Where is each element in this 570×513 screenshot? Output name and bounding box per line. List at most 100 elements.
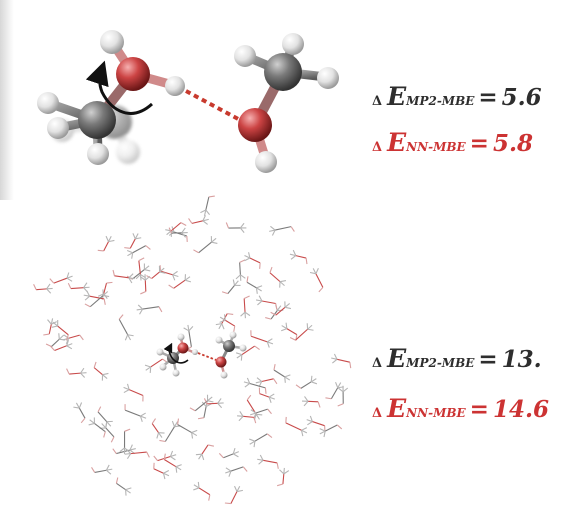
solvent-bond: [304, 396, 309, 402]
solvent-bond: [217, 398, 222, 404]
solvent-bond: [225, 470, 232, 474]
solvent-bond: [205, 209, 211, 216]
solvent-bond: [65, 334, 69, 341]
solvent-bond: [159, 271, 166, 274]
solvent-bond: [330, 387, 339, 400]
solvent-bond: [112, 448, 117, 454]
solvent-bond: [140, 276, 146, 281]
hydrogen-atom: [234, 45, 256, 67]
solvent-bond: [336, 424, 343, 430]
solvent-bond: [257, 300, 263, 306]
solvent-bond: [227, 285, 235, 294]
solvent-bond: [138, 257, 145, 262]
solvent-bond: [239, 222, 245, 229]
solvent-bond: [73, 406, 80, 409]
solvent-bond: [181, 232, 187, 238]
solvent-bond: [266, 433, 273, 438]
solvent-bond: [268, 396, 272, 403]
solvent-bond: [116, 482, 126, 491]
solvent-bond: [243, 295, 250, 300]
solvent-bond: [105, 421, 108, 428]
solvent-bond: [256, 377, 263, 382]
solvent-bond: [315, 268, 319, 274]
solvent-bond: [139, 415, 143, 423]
solvent-bond: [266, 341, 270, 348]
solvent-bond: [250, 409, 257, 414]
solvent-bond: [188, 330, 192, 347]
solvent-bond: [135, 274, 141, 280]
solvent-bond: [106, 281, 113, 284]
delta-symbol: Δ: [372, 406, 383, 421]
hydrogen-atom: [172, 369, 180, 377]
solvent-bond: [203, 209, 207, 216]
solvent-bond: [232, 447, 236, 455]
solvent-bond: [221, 323, 225, 330]
solvent-bond: [170, 456, 176, 461]
solvent-bond: [94, 469, 107, 473]
solvent-bond: [244, 254, 251, 259]
method-subscript: NN-MBE: [406, 406, 466, 420]
solvent-bond: [105, 427, 115, 438]
solvent-bond: [303, 400, 309, 407]
solvent-bond: [224, 319, 236, 327]
solvent-bond: [208, 195, 215, 198]
solvent-bond: [255, 414, 260, 420]
solvent-bond: [94, 422, 106, 433]
solvent-bond: [249, 257, 261, 264]
solvent-bond: [59, 338, 66, 341]
solvent-bond: [191, 432, 194, 439]
solvent-bond: [349, 362, 352, 369]
solvent-bond: [292, 249, 297, 256]
oxygen-atom: [238, 108, 272, 142]
solvent-bond: [295, 384, 302, 389]
solvent-bond: [128, 277, 135, 280]
solvent-bond: [137, 304, 143, 310]
solvent-bond: [70, 287, 84, 290]
solvent-bond: [325, 397, 332, 400]
solvent-bond: [235, 352, 243, 356]
solvent-bond: [249, 382, 266, 389]
solvent-bond: [175, 466, 178, 473]
carbon-atom: [264, 53, 302, 91]
solvent-bond: [201, 444, 209, 455]
solvent-bond: [271, 229, 276, 236]
solvent-bond: [145, 366, 152, 371]
solvent-bond: [177, 424, 192, 434]
solvent-bond: [273, 378, 278, 385]
solvent-bond: [337, 382, 342, 389]
solvent-bond: [97, 249, 104, 252]
solvent-bond: [153, 468, 164, 474]
solvent-bond: [69, 372, 81, 375]
solvent-bond: [203, 398, 208, 405]
solvent-bond: [241, 345, 255, 356]
solvent-bond: [144, 265, 150, 270]
solvent-bond: [318, 287, 324, 293]
solvent-bond: [170, 222, 182, 232]
solvent-bond: [250, 335, 268, 343]
solvent-bond: [172, 274, 176, 281]
solvent-bond: [58, 334, 65, 340]
hydrogen-atom: [192, 349, 198, 355]
method-subscript: MP2-MBE: [406, 94, 475, 108]
solvent-bond: [33, 283, 37, 290]
solvent-bond: [255, 287, 258, 294]
hydrogen-atom: [220, 371, 228, 379]
solvent-bond: [129, 448, 136, 451]
delta-symbol: Δ: [372, 94, 383, 109]
solvent-bond: [195, 453, 202, 456]
solvent-bond: [243, 415, 255, 418]
energy-value: 5.6: [501, 84, 542, 111]
solvent-bond: [66, 277, 73, 282]
solvent-bond: [142, 306, 160, 310]
solvent-bond: [207, 400, 214, 403]
hydrogen-atom: [239, 344, 247, 352]
solvent-bond: [205, 196, 210, 211]
solvent-bond: [295, 255, 307, 259]
solvent-bond: [129, 444, 133, 451]
solvent-bond: [201, 401, 207, 407]
solvent-bond: [300, 381, 312, 389]
solvent-bond: [139, 308, 144, 315]
equals-sign: =: [478, 346, 498, 373]
solvent-bond: [51, 338, 60, 347]
solvent-bond: [261, 378, 274, 383]
